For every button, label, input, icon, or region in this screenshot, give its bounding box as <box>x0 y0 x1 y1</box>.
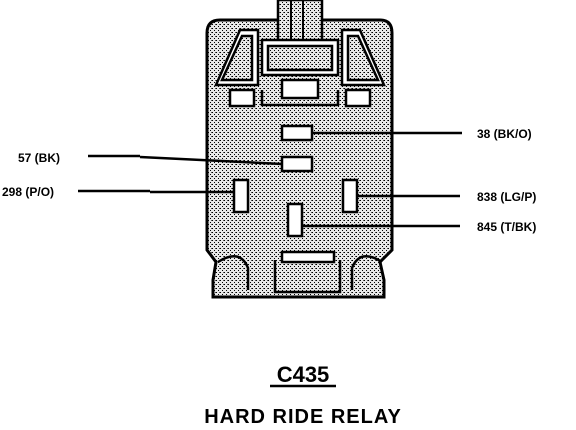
connector-body <box>205 0 394 299</box>
pin-label-838: 838 (LG/P) <box>477 190 536 204</box>
pin-label-845: 845 (T/BK) <box>477 220 536 234</box>
pin-cavity-845 <box>286 202 304 238</box>
connector-title: HARD RIDE RELAY <box>204 406 402 428</box>
pin-cavity-298 <box>232 178 250 214</box>
pin-label-38: 38 (BK/O) <box>477 127 532 141</box>
pin-cavity-838 <box>341 178 359 214</box>
connector-id: C435 <box>277 362 330 387</box>
pin-cavity-57 <box>280 155 314 173</box>
leader-lines <box>78 131 462 228</box>
pin-label-298: 298 (P/O) <box>2 185 54 199</box>
pin-label-57: 57 (BK) <box>18 151 60 165</box>
pin-cavity-38 <box>280 124 314 142</box>
upper-latch <box>214 28 386 108</box>
lower-latch <box>217 250 383 294</box>
